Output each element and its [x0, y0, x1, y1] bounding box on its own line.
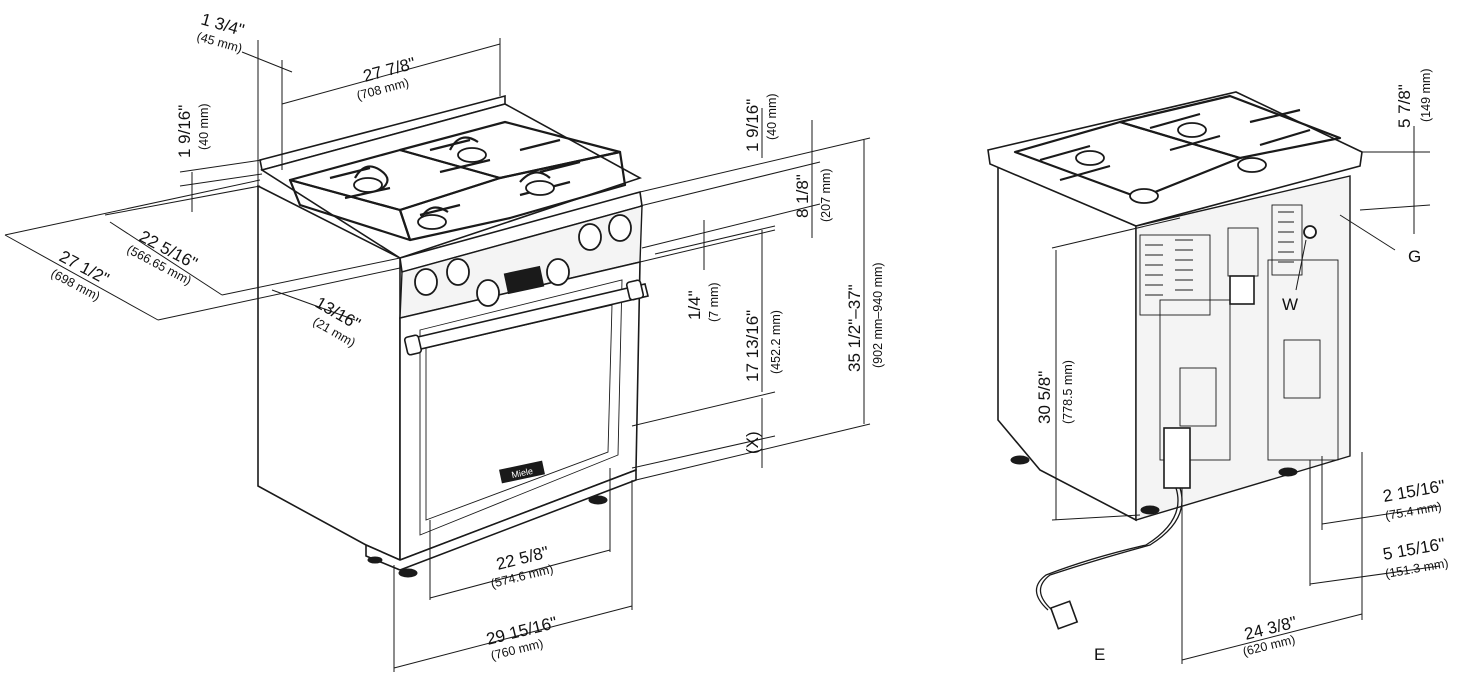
power-cord — [1035, 427, 1191, 630]
rear-burner-grates — [1013, 94, 1342, 200]
label-1-9-16-left-in: 1 9/16" — [175, 105, 194, 158]
label-1-9-16-right-mm: (40 mm) — [765, 93, 779, 140]
burners — [353, 147, 555, 230]
rear-view-dimensions — [1051, 126, 1441, 664]
gas-inlet-icon — [1303, 225, 1317, 239]
foot — [367, 556, 383, 564]
label-30-5-8-in: 30 5/8" — [1035, 371, 1054, 424]
rear-view-range — [987, 91, 1363, 630]
label-1-4-mm: (7 mm) — [707, 282, 721, 322]
letter-w: W — [1282, 295, 1298, 314]
letter-e: E — [1094, 645, 1105, 664]
control-knobs — [414, 214, 632, 307]
label-35-in: 35 1/2"–37" — [845, 284, 864, 372]
label-5-7-8-mm: (149 mm) — [1419, 69, 1433, 122]
label-35-mm: (902 mm–940 mm) — [871, 262, 885, 368]
label-x: (X) — [743, 431, 762, 454]
burner-grates — [288, 120, 627, 242]
label-1-9-16-right-in: 1 9/16" — [743, 99, 762, 152]
rear-burners — [1075, 122, 1267, 204]
oven-door-handle — [403, 279, 649, 356]
brand-plate-text: Miele — [511, 466, 534, 480]
label-5-7-8-in: 5 7/8" — [1395, 84, 1414, 128]
label-30-5-8-mm: (778.5 mm) — [1061, 360, 1075, 424]
foot — [398, 568, 418, 578]
dimension-labels: 1 3/4" (45 mm) 27 7/8" (708 mm) 1 9/16" … — [49, 10, 1450, 664]
front-view-range: Miele — [257, 94, 649, 578]
foot — [588, 495, 608, 505]
letter-g: G — [1408, 247, 1421, 266]
brand-plate: Miele — [499, 460, 545, 484]
label-8-1-8-mm: (207 mm) — [819, 169, 833, 222]
label-1-9-16-left-mm: (40 mm) — [197, 103, 211, 150]
front-view-dimensions — [4, 38, 871, 672]
label-1-4-in: 1/4" — [685, 290, 704, 320]
label-17-13-16-mm: (452.2 mm) — [769, 310, 783, 374]
label-8-1-8-in: 8 1/8" — [793, 174, 812, 218]
label-17-13-16-in: 17 13/16" — [743, 310, 762, 382]
rear-vents — [1139, 204, 1303, 316]
